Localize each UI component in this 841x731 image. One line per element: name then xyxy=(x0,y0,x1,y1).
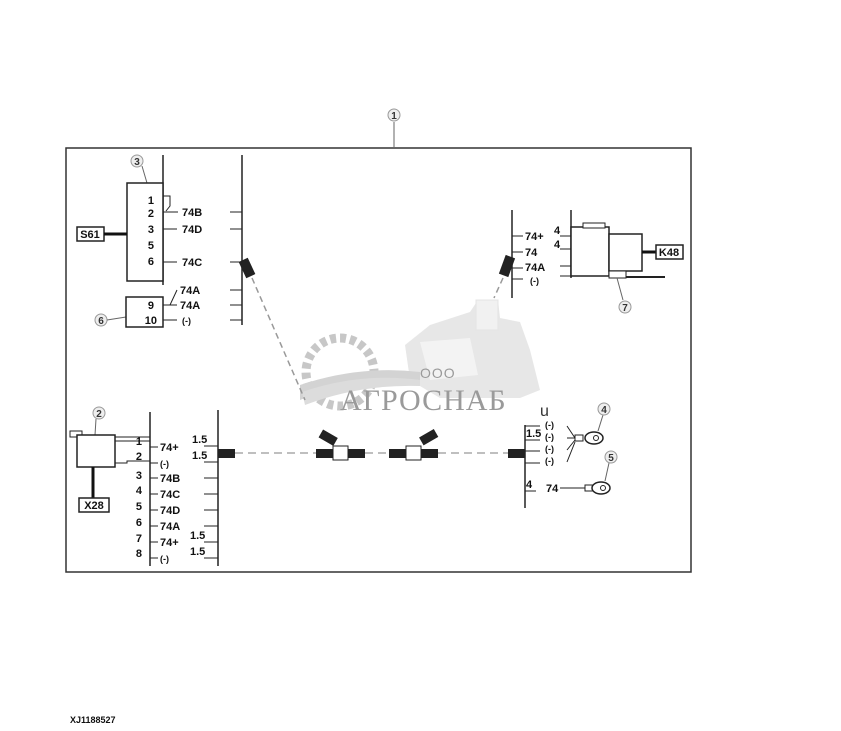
svg-text:6: 6 xyxy=(148,256,154,268)
svg-text:74D: 74D xyxy=(160,505,180,517)
svg-text:2: 2 xyxy=(136,451,142,463)
svg-text:(-): (-) xyxy=(182,316,191,326)
connector-6: 6 9 10 74A 74A (-) xyxy=(94,285,200,328)
svg-text:74+: 74+ xyxy=(160,442,179,454)
svg-text:4: 4 xyxy=(554,225,561,237)
svg-text:74A: 74A xyxy=(180,300,200,312)
svg-text:(-): (-) xyxy=(545,432,554,442)
svg-text:1.5: 1.5 xyxy=(190,530,205,542)
svg-text:(-): (-) xyxy=(545,444,554,454)
connector-2: 2 1 2 3 4 5 6 7 8 74+ (-) 74B 74C 74D 74… xyxy=(69,406,180,566)
svg-text:74B: 74B xyxy=(160,473,180,485)
svg-text:5: 5 xyxy=(608,453,614,464)
svg-text:1.5: 1.5 xyxy=(192,434,207,446)
svg-text:74: 74 xyxy=(546,483,559,495)
harness-frame xyxy=(65,147,692,573)
svg-text:3: 3 xyxy=(134,157,140,168)
watermark-big: АГРОСНАБ xyxy=(340,384,507,417)
switch-s61: S61 xyxy=(76,226,127,242)
svg-text:X28: X28 xyxy=(84,500,104,512)
svg-text:74+: 74+ xyxy=(160,537,179,549)
harness-bus-left xyxy=(230,155,306,401)
svg-text:K48: K48 xyxy=(659,247,679,259)
svg-text:4: 4 xyxy=(136,485,143,497)
svg-text:7: 7 xyxy=(622,303,628,314)
svg-text:4: 4 xyxy=(554,239,561,251)
ring-terminal-5: 5 xyxy=(591,450,618,495)
relay-7: 4 4 7 xyxy=(554,210,665,314)
watermark-logo xyxy=(300,299,540,411)
ring-terminal-4: 4 xyxy=(584,402,611,445)
svg-text:74+: 74+ xyxy=(525,231,544,243)
svg-text:1.5: 1.5 xyxy=(190,546,205,558)
svg-text:2: 2 xyxy=(96,409,102,420)
svg-text:(-): (-) xyxy=(530,276,539,286)
harness-bus-right-top: 74+ 74 74A (-) xyxy=(493,210,545,299)
splice-run xyxy=(235,429,525,461)
callout-1: 1 xyxy=(387,108,401,148)
svg-text:(-): (-) xyxy=(545,456,554,466)
svg-text:74A: 74A xyxy=(525,262,545,274)
svg-text:74A: 74A xyxy=(160,521,180,533)
connector-x28: X28 xyxy=(78,497,110,513)
svg-text:74C: 74C xyxy=(182,257,202,269)
svg-text:74B: 74B xyxy=(182,207,202,219)
svg-text:(-): (-) xyxy=(160,459,169,469)
watermark-small: ООО xyxy=(420,365,456,381)
svg-text:5: 5 xyxy=(148,240,154,252)
svg-text:1.5: 1.5 xyxy=(526,428,541,440)
relay-k48: K48 xyxy=(655,244,684,260)
svg-text:6: 6 xyxy=(98,316,104,327)
watermark-suffix: u xyxy=(540,403,549,420)
svg-text:4: 4 xyxy=(526,479,533,491)
harness-bus-bottom-left: 1.5 1.5 1.5 1.5 xyxy=(190,410,235,566)
svg-text:S61: S61 xyxy=(80,229,100,241)
svg-text:(-): (-) xyxy=(545,420,554,430)
connector-3: 3 1 2 3 5 6 74B 74D 74C xyxy=(126,154,202,285)
svg-text:2: 2 xyxy=(148,208,154,220)
svg-text:5: 5 xyxy=(136,501,142,513)
svg-text:1: 1 xyxy=(136,436,142,448)
ground-bus: 1.5 (-) (-) (-) (-) 4 74 xyxy=(524,420,594,508)
svg-text:74D: 74D xyxy=(182,224,202,236)
svg-text:1: 1 xyxy=(391,111,397,122)
svg-text:8: 8 xyxy=(136,548,142,560)
svg-text:3: 3 xyxy=(148,224,154,236)
svg-text:7: 7 xyxy=(136,533,142,545)
svg-text:(-): (-) xyxy=(160,554,169,564)
svg-text:74: 74 xyxy=(525,247,538,259)
svg-text:74A: 74A xyxy=(180,285,200,297)
svg-text:10: 10 xyxy=(145,315,157,327)
svg-text:3: 3 xyxy=(136,470,142,482)
svg-text:6: 6 xyxy=(136,517,142,529)
svg-text:1: 1 xyxy=(148,195,154,207)
svg-text:9: 9 xyxy=(148,300,154,312)
figure-id: XJ1188527 xyxy=(70,715,116,725)
svg-text:1.5: 1.5 xyxy=(192,450,207,462)
svg-text:4: 4 xyxy=(601,405,607,416)
svg-text:74C: 74C xyxy=(160,489,180,501)
